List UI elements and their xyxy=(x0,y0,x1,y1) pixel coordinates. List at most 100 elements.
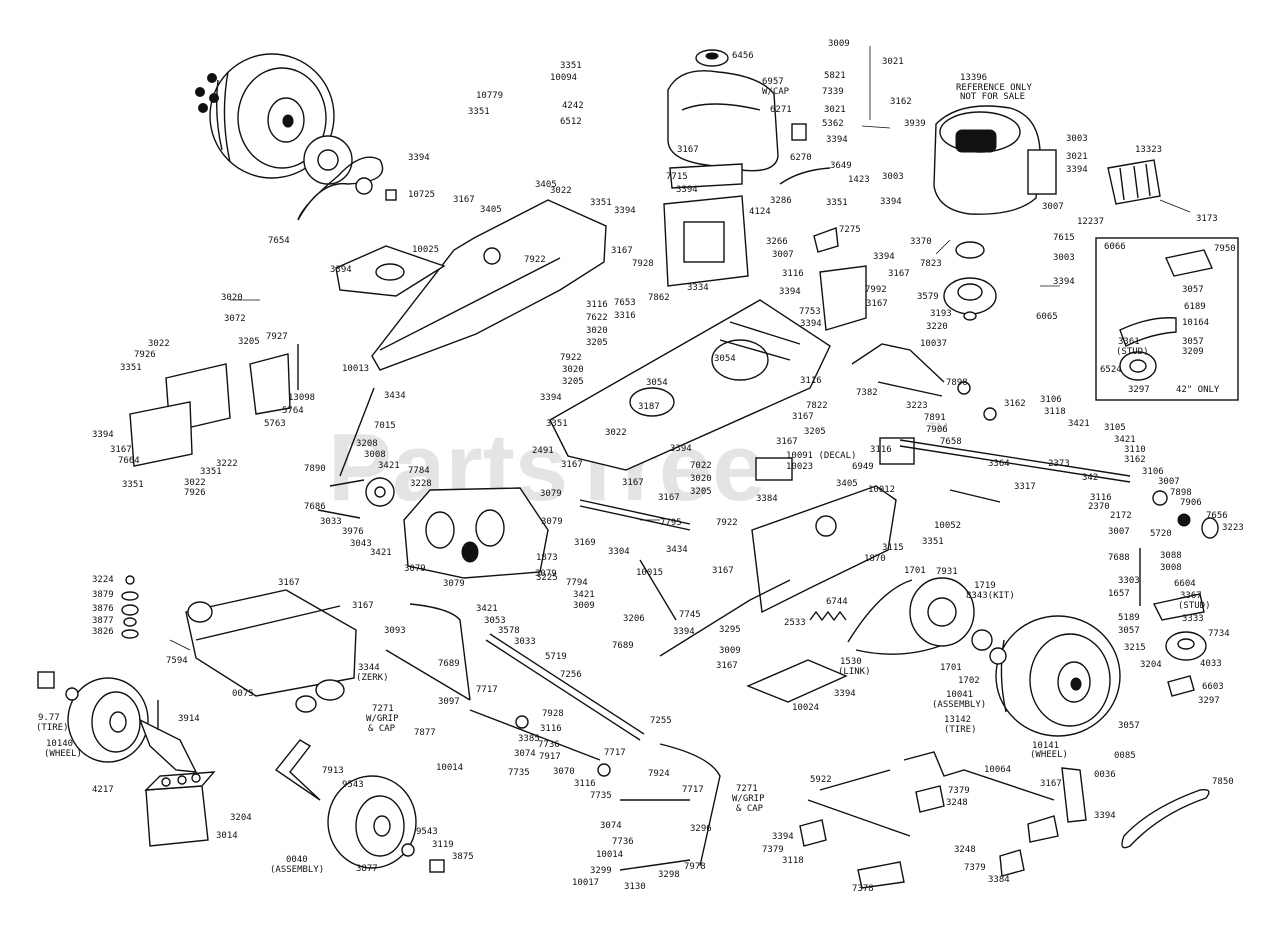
part-number-label: 3116 xyxy=(782,269,804,279)
part-number-label: 7736 xyxy=(612,837,634,847)
part-number-label: 3008 xyxy=(1160,563,1182,573)
part-number-label: 7654 xyxy=(268,236,290,246)
part-number-label: 9.77 xyxy=(38,713,60,723)
part-number-label: 3405 xyxy=(535,180,557,190)
lift-rods xyxy=(385,559,721,871)
part-number-label: 3007 xyxy=(1042,202,1064,212)
part-number-label: 4033 xyxy=(1200,659,1222,669)
part-number-label: 3054 xyxy=(714,354,736,364)
part-number-labels: 3009302164566957W/CAP6271582173393162302… xyxy=(36,39,1244,894)
part-number-label: 7950 xyxy=(1214,244,1236,254)
part-number-label: 6271 xyxy=(770,105,792,115)
part-number-label: 10014 xyxy=(596,850,623,860)
part-number-label: 7656 xyxy=(1206,511,1228,521)
part-number-label: 3054 xyxy=(646,378,668,388)
part-number-label: 3007 xyxy=(772,250,794,260)
part-number-label: & CAP xyxy=(736,804,764,814)
part-number-label: 7978 xyxy=(684,862,706,872)
part-number-label: 3167 xyxy=(792,412,814,422)
part-number-label: 7717 xyxy=(604,748,626,758)
right-frame-rail xyxy=(659,485,897,657)
part-number-label: 10140 xyxy=(46,739,73,749)
part-number-label: 3167 xyxy=(1040,779,1062,789)
part-number-label: 3384 xyxy=(988,875,1010,885)
part-number-label: 3344 xyxy=(358,663,380,673)
part-number-label: 7379 xyxy=(762,845,784,855)
part-number-label: 3021 xyxy=(882,57,904,67)
part-number-label: 3351 xyxy=(546,419,568,429)
part-number-label: (ASSEMBLY) xyxy=(270,865,324,875)
part-number-label: 3003 xyxy=(1053,253,1075,263)
part-number-label: 2533 xyxy=(784,618,806,628)
part-number-label: 5821 xyxy=(824,71,846,81)
part-number-label: 5362 xyxy=(822,119,844,129)
part-number-label: 3421 xyxy=(476,604,498,614)
part-number-label: 3394 xyxy=(826,135,848,145)
part-number-label: 1657 xyxy=(1108,589,1130,599)
rear-pulley-right xyxy=(847,577,1007,665)
part-number-label: 8343(KIT) xyxy=(966,591,1015,601)
part-number-label: 3020 xyxy=(562,365,584,375)
right-front-spindle xyxy=(1139,548,1207,697)
part-number-label: 2172 xyxy=(1110,511,1132,521)
part-number-label: 3351 xyxy=(560,61,582,71)
fuel-tank xyxy=(667,49,807,172)
inset-42-only: 42" ONLY xyxy=(1095,237,1239,401)
part-number-label: 13323 xyxy=(1135,145,1162,155)
part-number-label: 7823 xyxy=(920,259,942,269)
part-number-label: 3116 xyxy=(540,724,562,734)
part-number-label: 7689 xyxy=(612,641,634,651)
part-number-label: 10164 xyxy=(1182,318,1209,328)
part-number-label: W/GRIP xyxy=(732,794,765,804)
part-number-label: 3116 xyxy=(1090,493,1112,503)
part-number-label: 10024 xyxy=(792,703,819,713)
part-number-label: 3205 xyxy=(562,377,584,387)
part-number-label: 3162 xyxy=(890,97,912,107)
part-number-label: 3421 xyxy=(378,461,400,471)
part-number-label: 10037 xyxy=(920,339,947,349)
part-number-label: 7339 xyxy=(822,87,844,97)
part-number-label: 3187 xyxy=(638,402,660,412)
part-number-label: 3167 xyxy=(888,269,910,279)
part-number-label: (ASSEMBLY) xyxy=(932,700,986,710)
part-number-label: 3334 xyxy=(687,283,709,293)
part-number-label: 6189 xyxy=(1184,302,1206,312)
part-number-label: 7862 xyxy=(648,293,670,303)
part-number-label: 7913 xyxy=(322,766,344,776)
part-number-label: 7992 xyxy=(865,285,887,295)
part-number-label: 7255 xyxy=(650,716,672,726)
part-number-label: 3020 xyxy=(586,326,608,336)
part-number-label: 3009 xyxy=(719,646,741,656)
part-number-label: 7922 xyxy=(560,353,582,363)
part-number-label: 7658 xyxy=(940,437,962,447)
part-number-label: 4242 xyxy=(562,101,584,111)
part-number-label: 3394 xyxy=(873,252,895,262)
part-number-label: 3578 xyxy=(498,626,520,636)
part-number-label: 3167 xyxy=(352,601,374,611)
part-number-label: 0036 xyxy=(1094,770,1116,780)
part-number-label: 10023 xyxy=(786,462,813,472)
part-number-label: 10025 xyxy=(412,245,439,255)
part-number-label: (WHEEL) xyxy=(1030,750,1068,760)
part-number-label: 7689 xyxy=(438,659,460,669)
part-number-label: (WHEEL) xyxy=(44,749,82,759)
part-number-label: 13098 xyxy=(288,393,315,403)
part-number-label: W/GRIP xyxy=(366,714,399,724)
part-number-label: (LINK) xyxy=(838,667,871,677)
part-number-label: 3167 xyxy=(278,578,300,588)
part-number-label: (TIRE) xyxy=(944,725,977,735)
part-number-label: 3333 xyxy=(1182,614,1204,624)
part-number-label: 3394 xyxy=(1053,277,1075,287)
part-number-label: 3304 xyxy=(608,547,630,557)
part-number-label: 5922 xyxy=(810,775,832,785)
part-number-label: 7275 xyxy=(839,225,861,235)
part-number-label: 7653 xyxy=(614,298,636,308)
part-number-label: 3020 xyxy=(221,293,243,303)
part-number-label: 6949 xyxy=(852,462,874,472)
front-axle-assembly xyxy=(185,589,357,713)
part-number-label: 3205 xyxy=(804,427,826,437)
part-number-label: 7379 xyxy=(948,786,970,796)
part-number-label: 1701 xyxy=(940,663,962,673)
part-number-label: 3167 xyxy=(716,661,738,671)
part-number-label: (TIRE) xyxy=(36,723,69,733)
